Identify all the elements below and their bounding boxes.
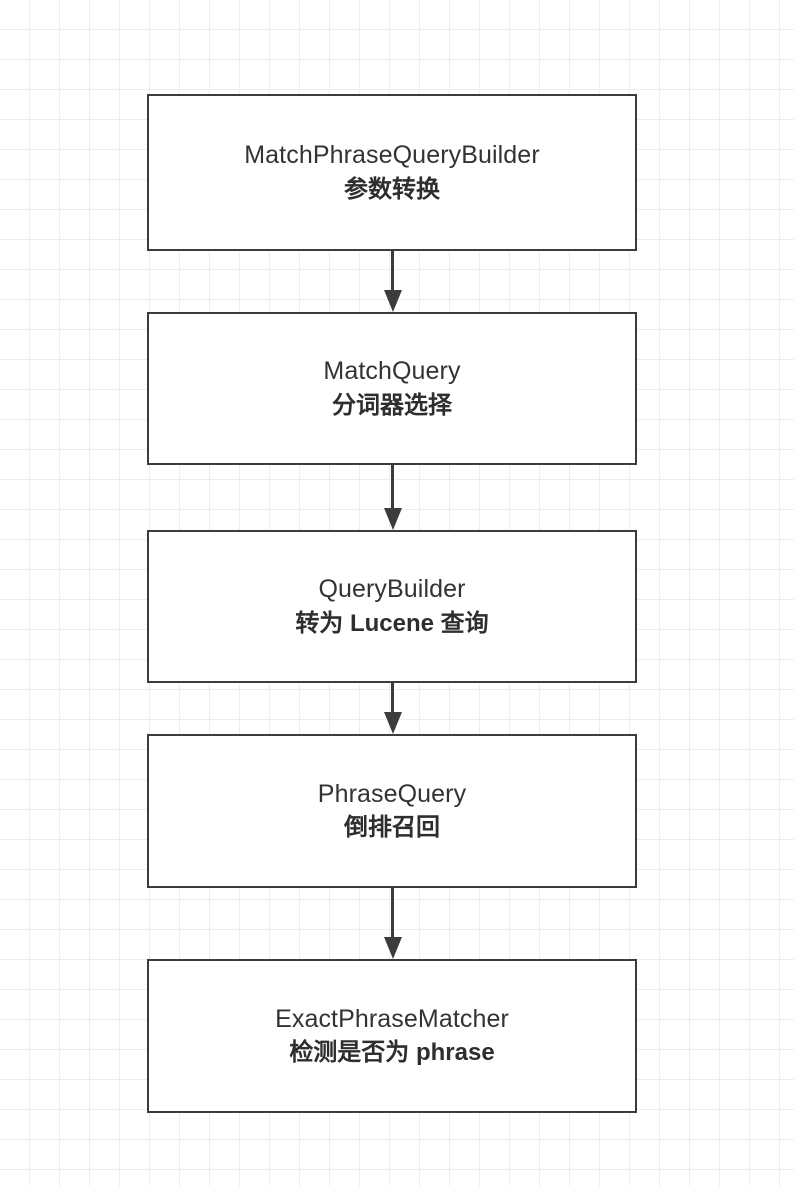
flow-node-subtitle: 转为 Lucene 查询: [295, 609, 489, 637]
flow-connector-arrow-4: [377, 888, 409, 959]
arrow-shaft: [391, 683, 394, 715]
arrow-head-down-icon: [384, 508, 402, 530]
arrow-head-down-icon: [384, 712, 402, 734]
flow-connector-arrow-1: [377, 251, 409, 312]
flow-node-title: MatchPhraseQueryBuilder: [244, 141, 540, 170]
flow-node-match-phrase-query-builder[interactable]: MatchPhraseQueryBuilder 参数转换: [147, 94, 637, 251]
flow-node-title: MatchQuery: [323, 357, 461, 386]
flow-node-title: PhraseQuery: [317, 779, 467, 808]
flow-node-subtitle: 倒排召回: [344, 814, 440, 842]
flow-node-phrase-query[interactable]: PhraseQuery 倒排召回: [147, 734, 637, 888]
arrow-head-down-icon: [384, 937, 402, 959]
flow-node-subtitle: 参数转换: [344, 175, 440, 203]
arrow-shaft: [391, 251, 394, 293]
arrow-shaft: [391, 888, 394, 940]
flow-node-title: QueryBuilder: [318, 575, 466, 604]
flow-node-subtitle: 分词器选择: [332, 391, 452, 419]
flow-node-title: ExactPhraseMatcher: [275, 1004, 509, 1033]
flow-connector-arrow-2: [377, 465, 409, 530]
flow-connector-arrow-3: [377, 683, 409, 734]
flow-node-match-query[interactable]: MatchQuery 分词器选择: [147, 312, 637, 465]
flow-node-query-builder[interactable]: QueryBuilder 转为 Lucene 查询: [147, 530, 637, 683]
flow-node-subtitle: 检测是否为 phrase: [289, 1039, 495, 1067]
arrow-head-down-icon: [384, 290, 402, 312]
flow-node-exact-phrase-matcher[interactable]: ExactPhraseMatcher 检测是否为 phrase: [147, 959, 637, 1113]
arrow-shaft: [391, 465, 394, 511]
